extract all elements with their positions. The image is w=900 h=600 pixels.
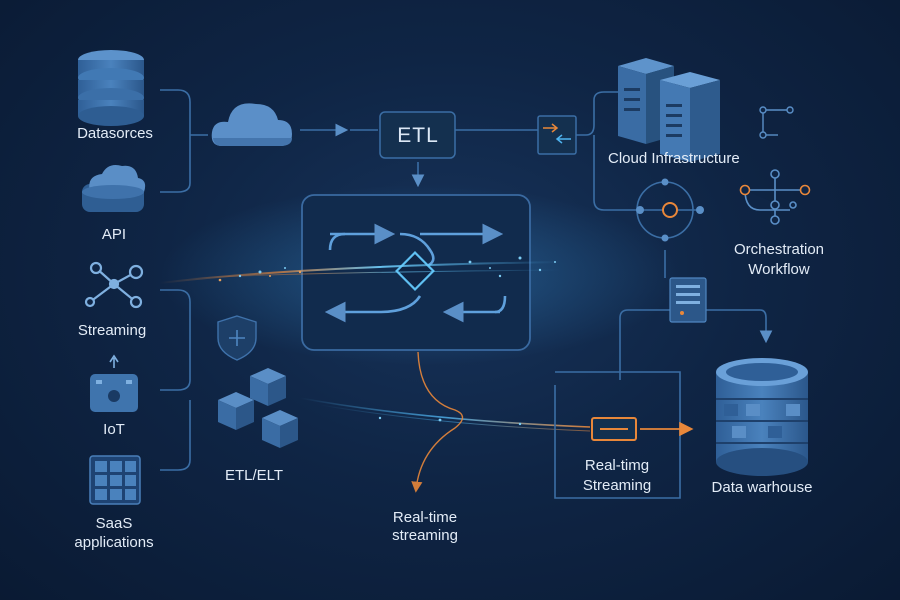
cloud-infrastructure-label: Cloud Infrastructure [608, 150, 740, 167]
orchestration-icon [739, 169, 811, 225]
realtime-label-line1: Real-time [393, 509, 457, 526]
realtime-streaming-box [591, 417, 694, 441]
node-link-icon [759, 106, 794, 139]
server-rack-icon [618, 58, 720, 162]
streaming-network-icon [84, 261, 144, 309]
realtime-streaming-box-label-line2: Streaming [583, 477, 651, 494]
datasources-label: Datasorces [77, 125, 153, 142]
orchestration-label-line2: Workflow [748, 261, 810, 278]
saas-grid-app-icon [89, 455, 141, 505]
api-cloud-icon [82, 165, 146, 212]
orchestration-ring-icon [636, 178, 704, 242]
streaming-label: Streaming [78, 322, 146, 339]
orchestration-label-line1: Orchestration [734, 241, 824, 258]
server-unit-icon [669, 277, 707, 323]
saas-label-line2: applications [74, 534, 153, 551]
realtime-label-line2: streaming [392, 527, 458, 544]
data-warehouse-database-icon [716, 358, 808, 476]
router-icon [537, 115, 577, 155]
etl-box: ETL [379, 111, 456, 159]
data-warehouse-label: Data warhouse [712, 479, 813, 496]
etl-elt-label: ETL/ELT [225, 467, 283, 484]
data-beams [159, 256, 591, 493]
realtime-streaming-box-label-line1: Real-timg [585, 457, 649, 474]
saas-label-line1: SaaS [96, 515, 133, 532]
datasources-database-icon [78, 50, 144, 126]
cloud-icon [211, 103, 292, 146]
shield-icon [217, 315, 257, 361]
flow-diamond-icon [395, 251, 435, 291]
right-connectors [554, 91, 773, 499]
left-connectors [160, 89, 540, 471]
central-transform-panel [301, 194, 531, 351]
iot-label: IoT [103, 421, 125, 438]
iot-device-icon [90, 354, 138, 412]
cubes-icon [218, 368, 298, 448]
api-label: API [102, 226, 126, 243]
etl-box-label: ETL [397, 124, 439, 147]
